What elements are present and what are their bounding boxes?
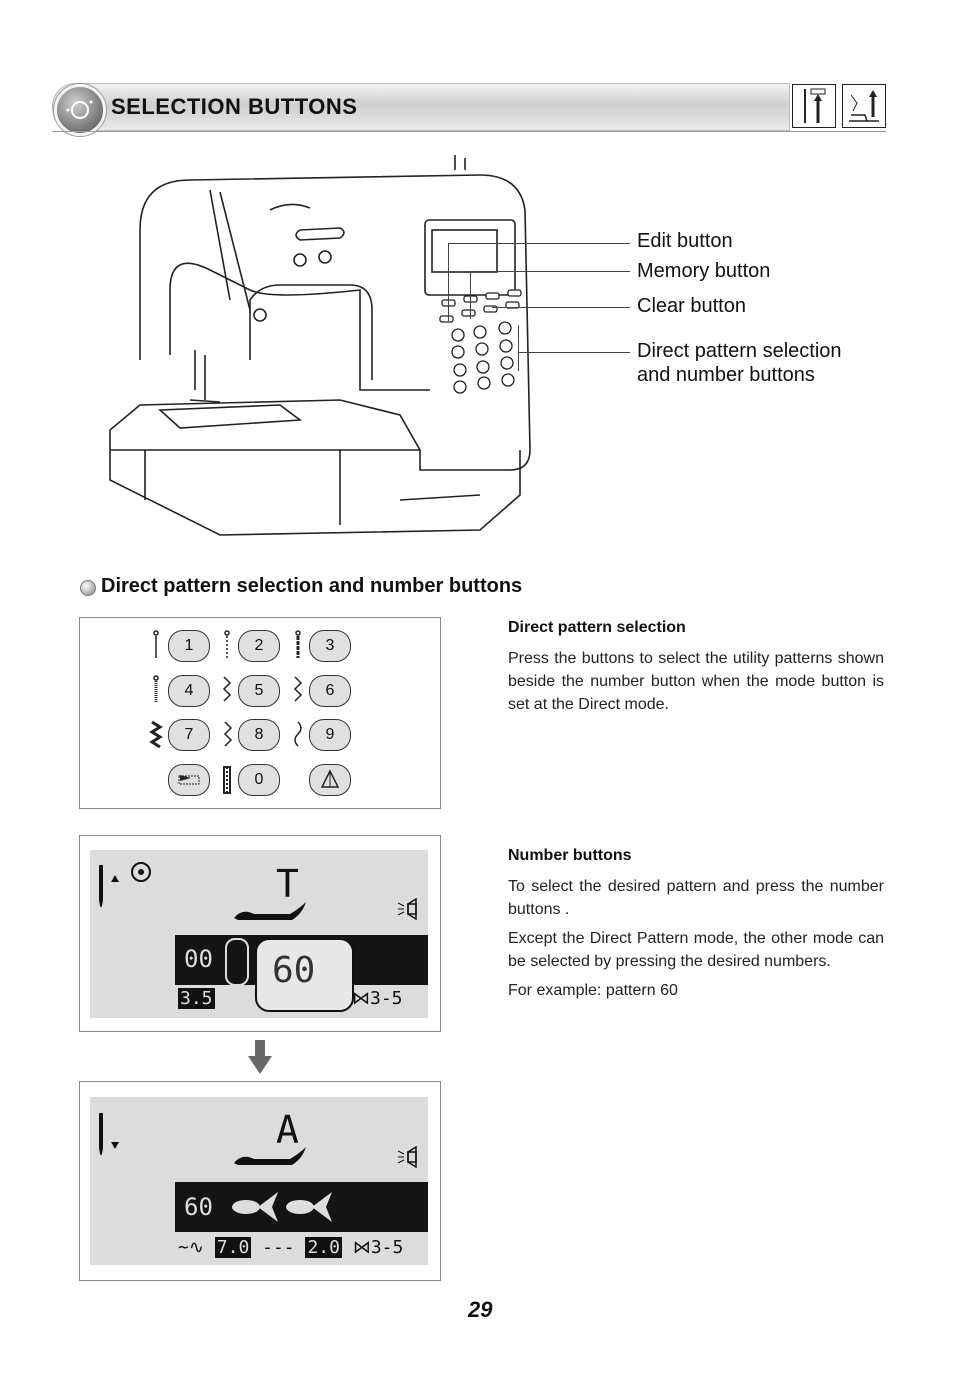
needle-position-icon [99, 862, 151, 908]
lcd-screen-after [90, 1097, 428, 1265]
direct-pattern-label-line1: Direct pattern selection [637, 340, 842, 362]
presser-foot-up-icon [842, 84, 886, 128]
number-button-2[interactable]: 2 [238, 630, 280, 662]
pattern-number-2: 60 [184, 1193, 213, 1221]
down-arrow-icon [248, 1040, 272, 1074]
direct-pattern-text: Press the buttons to select the utility … [508, 650, 884, 713]
direct-pattern-label-line2: and number buttons [637, 364, 815, 386]
direct-leader-line [518, 352, 630, 353]
clear-leader-line [492, 307, 630, 308]
number-buttons-text-2: Except the Direct Pattern mode, the othe… [508, 930, 884, 970]
zoom-overlay [255, 938, 354, 1012]
presser-foot-icon-2 [234, 1147, 306, 1165]
tension-number-2: 3-5 [370, 1237, 404, 1258]
clear-button-label: Clear button [637, 295, 746, 317]
header-divider [52, 131, 886, 132]
number-buttons-text-1: To select the desired pattern and press … [508, 878, 884, 918]
memory-leader-line [470, 271, 630, 272]
speaker-icon-2 [397, 1146, 417, 1168]
pattern-number: 00 [184, 945, 213, 973]
header-bar [52, 83, 790, 131]
direct-pattern-heading: Direct pattern selection [508, 619, 686, 636]
tension-number: 3-5 [370, 988, 403, 1009]
number-button-4[interactable]: 4 [168, 675, 210, 707]
section-heading: Direct pattern selection and number butt… [101, 575, 523, 597]
presser-foot-letter-2: A [276, 1108, 299, 1152]
mode-icon [178, 775, 200, 785]
section-logo-icon [54, 84, 106, 136]
mirror-button[interactable] [309, 764, 351, 796]
plus-capsule-icon [225, 938, 249, 986]
pattern-preview-icon [232, 1192, 332, 1222]
number-buttons-heading: Number buttons [508, 847, 632, 864]
presser-foot-icon [234, 902, 306, 920]
memory-button-label: Memory button [637, 260, 771, 282]
mode-button[interactable] [168, 764, 210, 796]
number-button-5[interactable]: 5 [238, 675, 280, 707]
mirror-icon [320, 769, 340, 788]
needle-down-icon [99, 1113, 119, 1156]
edit-leader-line [448, 243, 630, 244]
stitch-width-row: ~∿ 7.0 --- 2.0 ⋈3-5 [178, 1237, 404, 1258]
stitch-width-value-2: 7.0 [214, 1237, 252, 1258]
edit-leader-drop [448, 243, 449, 321]
presser-foot-letter: T [276, 862, 299, 906]
speaker-icon [397, 898, 417, 920]
edit-button-label: Edit button [637, 230, 733, 252]
memory-leader-drop [470, 271, 471, 319]
page-number: 29 [468, 1297, 493, 1322]
number-buttons-text-3: For example: pattern 60 [508, 982, 678, 999]
needle-up-icon [792, 84, 836, 128]
tension-value: ⋈3-5 [352, 988, 403, 1009]
stitch-length-value: 2.0 [305, 1237, 342, 1258]
direct-leader-bracket [518, 325, 519, 371]
sewing-machine-illustration [109, 155, 531, 536]
number-button-8[interactable]: 8 [238, 719, 280, 751]
number-button-3[interactable]: 3 [309, 630, 351, 662]
big-pattern-number: 60 [272, 950, 316, 991]
number-button-7[interactable]: 7 [168, 719, 210, 751]
section-bullet-icon [80, 580, 96, 596]
number-button-9[interactable]: 9 [309, 719, 351, 751]
number-button-1[interactable]: 1 [168, 630, 210, 662]
number-button-0[interactable]: 0 [238, 764, 280, 796]
stitch-icons [149, 630, 303, 794]
page-title: SELECTION BUTTONS [111, 94, 358, 119]
stitch-width-value: 3.5 [178, 988, 215, 1009]
number-button-6[interactable]: 6 [309, 675, 351, 707]
